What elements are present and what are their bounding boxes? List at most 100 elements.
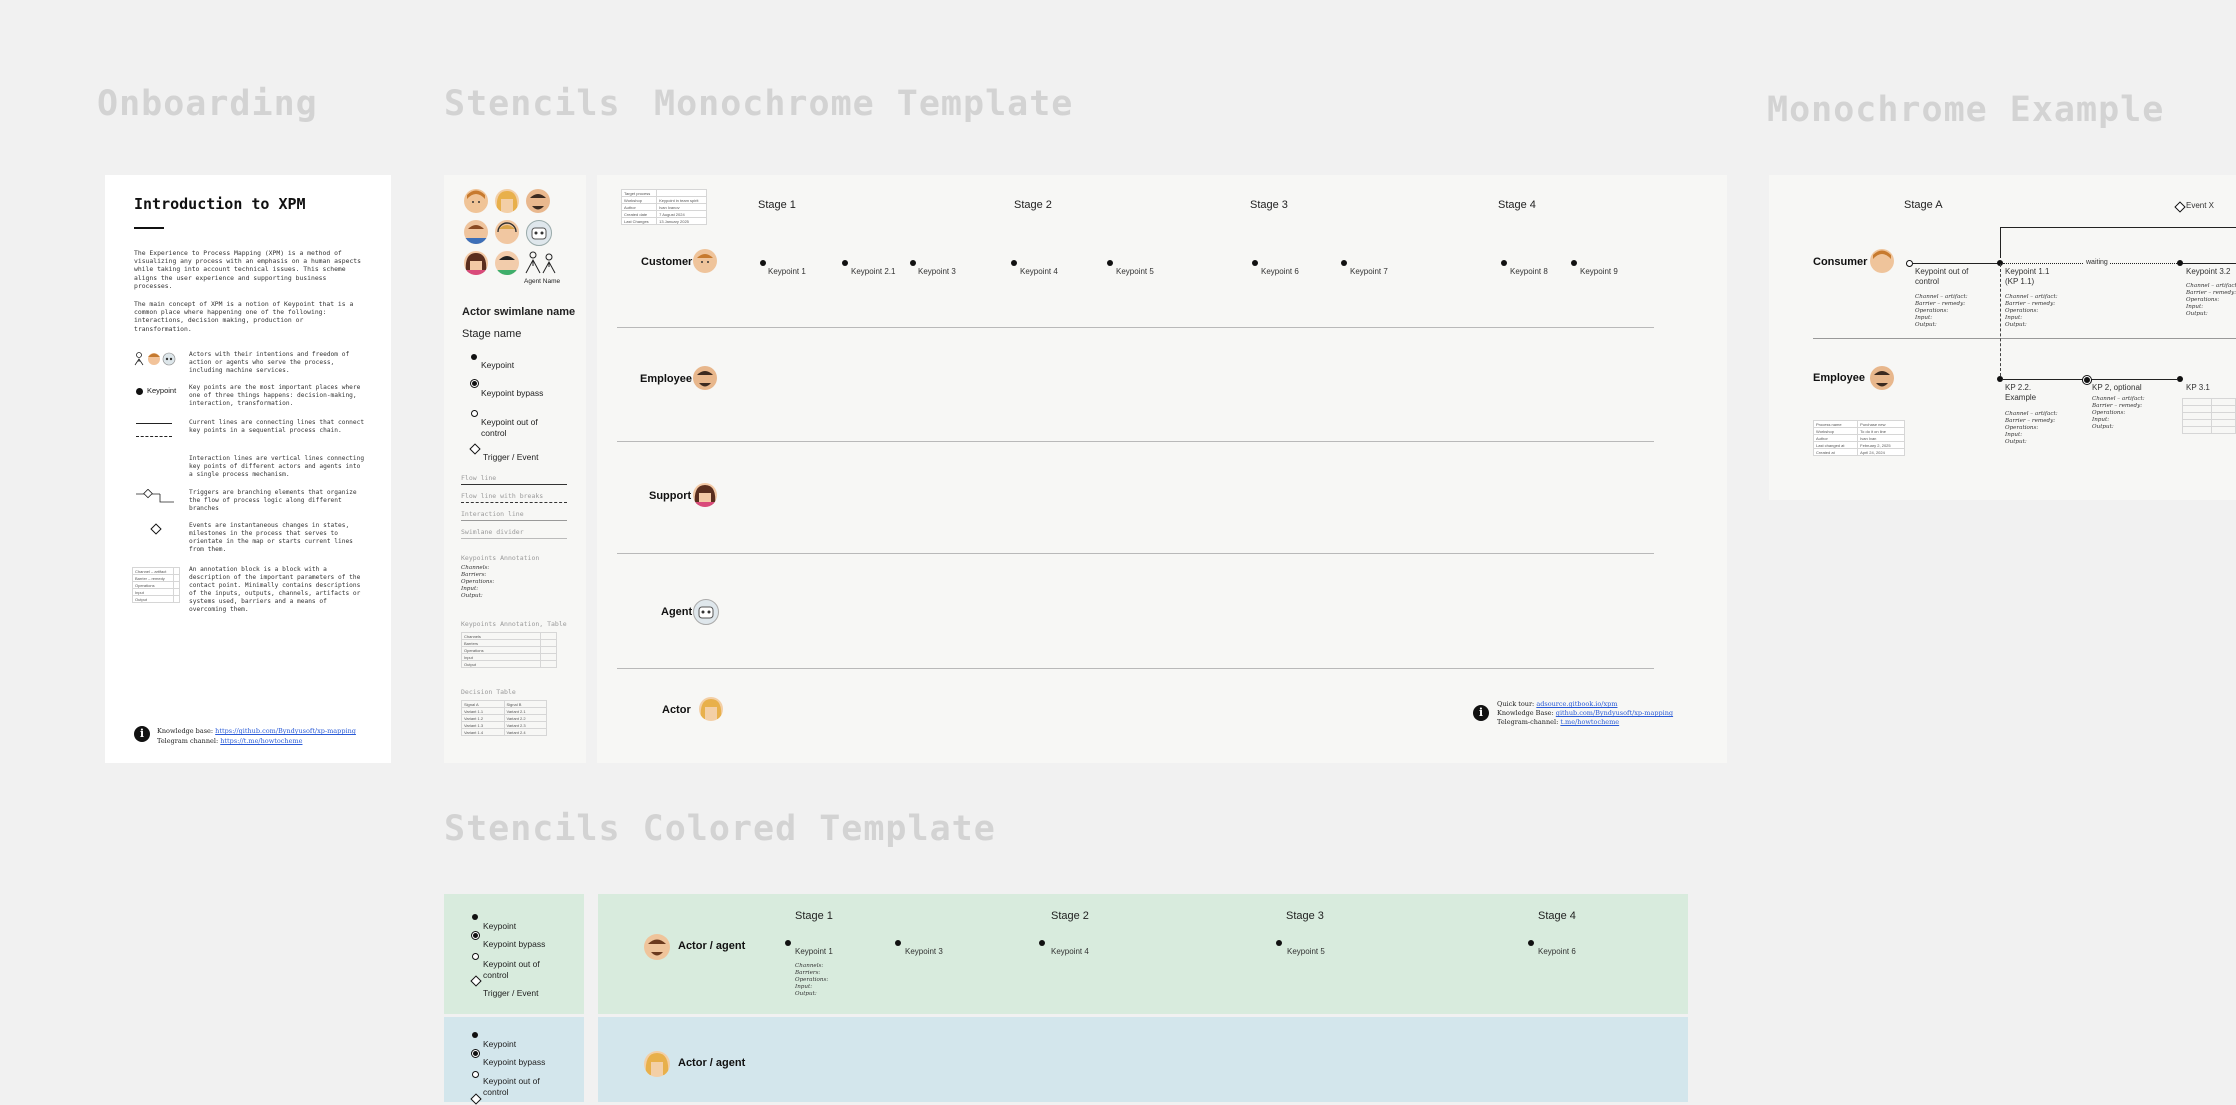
flow-line-stencil[interactable] [461, 484, 567, 485]
lane-agent-label[interactable]: Agent [661, 606, 693, 618]
intro-paragraph-2: The main concept of XPM is a notion of K… [134, 300, 354, 333]
keypoint-2-1-dot[interactable] [842, 260, 848, 266]
legend-keypoint-label: Keypoint [147, 386, 177, 395]
kp-2-optional-dot[interactable] [2082, 375, 2092, 385]
quick-tour-link[interactable]: adsource.gitbook.io/xpm [1536, 700, 1618, 708]
avatar-woman-1[interactable] [495, 189, 519, 213]
kp-3-2-dot[interactable] [2177, 260, 2183, 266]
keypoint-4-label: Keypoint 4 [1020, 267, 1058, 276]
keypoint-7-label: Keypoint 7 [1350, 267, 1388, 276]
kp-1-1-dot[interactable] [1997, 260, 2003, 266]
flow-breaks-stencil[interactable] [461, 502, 567, 503]
colored2-trigger-diamond[interactable] [470, 1093, 482, 1105]
avatar-man-2[interactable] [526, 189, 550, 213]
example-lane-consumer[interactable]: Consumer [1813, 256, 1868, 268]
colored-keypoint-label: Keypoint [483, 921, 517, 931]
keypoint-8-dot[interactable] [1501, 260, 1507, 266]
colored-stage-3[interactable]: Stage 3 [1286, 910, 1324, 922]
keypoint-4-dot[interactable] [1011, 260, 1017, 266]
event-diamond-icon [150, 523, 162, 535]
stage-4-header[interactable]: Stage 4 [1498, 199, 1536, 211]
kp-2-2-dot[interactable] [1997, 376, 2003, 382]
colored-trigger-diamond[interactable] [470, 975, 482, 987]
colored-bypass-dot[interactable] [471, 931, 480, 940]
kp-3-1-decision-table[interactable] [2181, 398, 2236, 434]
colored-legend-blue: Keypoint Keypoint bypass Keypoint out of… [444, 1017, 584, 1105]
colored-out-dot[interactable] [472, 953, 479, 960]
stage-2-header[interactable]: Stage 2 [1014, 199, 1052, 211]
kb-link[interactable]: https://github.com/Byndyusoft/xp-mapping [215, 727, 356, 735]
swimlane-divider-stencil[interactable] [461, 538, 567, 539]
keypoint-stencil-dot[interactable] [471, 354, 477, 360]
avatar-support-1[interactable] [495, 220, 519, 244]
kp-1-1-label: Keypoint 1.1 (KP 1.1) [2005, 267, 2050, 286]
keypoint-3-dot[interactable] [910, 260, 916, 266]
section-title-mono-example: Monochrome Example [1767, 90, 2165, 130]
colored-stage-2[interactable]: Stage 2 [1051, 910, 1089, 922]
kp-annotation-label: Keypoints Annotation [461, 554, 540, 562]
colored-kp-3-dot[interactable] [895, 940, 901, 946]
keypoint-5-label: Keypoint 5 [1116, 267, 1154, 276]
stage-name-stencil[interactable]: Stage name [462, 328, 522, 340]
avatar-man-4[interactable] [495, 251, 519, 275]
interaction-line [2000, 264, 2002, 376]
example-stage-a[interactable]: Stage A [1904, 199, 1943, 211]
info-icon: i [134, 726, 150, 742]
trigger-stencil-diamond[interactable] [469, 443, 481, 455]
stage-3-header[interactable]: Stage 3 [1250, 199, 1288, 211]
template-kb-link[interactable]: github.com/Byndyusoft/xp-mapping [1555, 709, 1674, 717]
example-lane-employee[interactable]: Employee [1813, 372, 1865, 384]
kp-annotation-stencil[interactable]: Channels:Barriers:Operations:Input:Outpu… [461, 565, 495, 599]
colored-kp-6-dot[interactable] [1528, 940, 1534, 946]
keypoint-bypass-stencil[interactable] [470, 379, 479, 388]
avatar-woman-2[interactable] [464, 251, 488, 275]
interaction-line-stencil[interactable] [461, 520, 567, 521]
keypoint-5-dot[interactable] [1107, 260, 1113, 266]
keypoint-7-dot[interactable] [1341, 260, 1347, 266]
legend-events-text: Events are instantaneous changes in stat… [189, 522, 353, 553]
keypoint-9-dot[interactable] [1571, 260, 1577, 266]
colored2-keypoint-dot[interactable] [472, 1032, 478, 1038]
swimlane-name-stencil[interactable]: Actor swimlane name [462, 306, 576, 318]
colored-keypoint-dot[interactable] [472, 914, 478, 920]
avatar-man-1[interactable] [464, 189, 488, 213]
keypoint-1-dot[interactable] [760, 260, 766, 266]
template-tg-link[interactable]: t.me/howtocheme [1560, 718, 1620, 726]
colored-kp-4-dot[interactable] [1039, 940, 1045, 946]
colored-actor-avatar-2 [644, 1051, 670, 1077]
colored-stage-1[interactable]: Stage 1 [795, 910, 833, 922]
colored-kp-1-dot[interactable] [785, 940, 791, 946]
lane-actor-label[interactable]: Actor [662, 704, 691, 716]
colored-actor-label-1[interactable]: Actor / agent [678, 940, 746, 952]
kp-3-1-dot[interactable] [2177, 376, 2183, 382]
onboarding-card: Introduction to XPM The Experience to Pr… [105, 175, 391, 763]
colored-kp-1-annotation: Channels:Barriers:Operations:Input:Outpu… [795, 963, 829, 997]
colored-kp-5-dot[interactable] [1276, 940, 1282, 946]
lane-customer-label[interactable]: Customer [641, 256, 693, 268]
avatar-man-3[interactable] [464, 220, 488, 244]
colored-trigger-label: Trigger / Event [483, 988, 539, 998]
tg-link[interactable]: https://t.me/howtocheme [220, 737, 303, 745]
kp-annotation-table-stencil[interactable]: Channels Barriers Operations Input Outpu… [461, 632, 558, 668]
keypoint-6-dot[interactable] [1252, 260, 1258, 266]
keypoint-2-1-label: Keypoint 2.1 [851, 267, 896, 276]
colored-stage-4[interactable]: Stage 4 [1538, 910, 1576, 922]
colored2-out-dot[interactable] [472, 1071, 479, 1078]
avatar-robot[interactable] [526, 220, 552, 246]
event-x-diamond[interactable] [2174, 201, 2186, 213]
stage-1-header[interactable]: Stage 1 [758, 199, 796, 211]
colored-actor-label-2[interactable]: Actor / agent [678, 1057, 746, 1069]
lane-support-label[interactable]: Support [649, 490, 692, 502]
title-underline [134, 227, 164, 229]
swimlane-divider-1 [617, 327, 1654, 328]
lane-employee-label[interactable]: Employee [640, 373, 692, 385]
swimlane-divider-2 [617, 441, 1654, 442]
agent-stick-figures-icon[interactable] [524, 251, 558, 275]
actor-icons [134, 351, 176, 367]
colored2-bypass-dot[interactable] [471, 1049, 480, 1058]
keypoint-out-stencil[interactable] [471, 410, 478, 417]
